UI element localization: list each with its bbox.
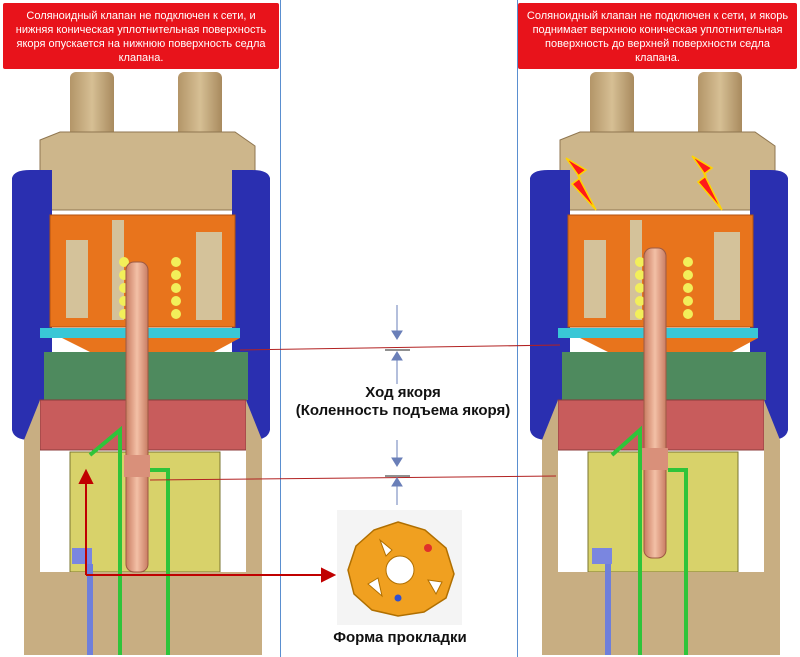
right-coil-insert-c (714, 232, 740, 320)
right-valve (530, 72, 788, 655)
stroke-label-line2: (Коленность подъема якоря) (296, 402, 511, 419)
left-armature-rod (125, 261, 149, 573)
right-coil-insert-b (630, 220, 642, 320)
left-coil-insert-a (66, 240, 88, 318)
left-seat-cone (62, 338, 240, 352)
lightning-icon-right (691, 155, 723, 211)
left-housing-top (39, 131, 256, 211)
right-terminal-a (590, 72, 634, 144)
left-green-tube (88, 425, 170, 655)
frame-line-right (517, 0, 518, 657)
right-blue-port (592, 548, 612, 564)
right-coil-shell-left (530, 170, 570, 440)
stroke-dimension-upper (391, 305, 403, 384)
leader-lines (149, 344, 561, 481)
right-green-tube (610, 425, 688, 655)
gasket-illustration (337, 510, 462, 625)
lightning-icon-left (565, 157, 597, 211)
right-housing-top (559, 131, 776, 211)
right-armature-neck (642, 448, 668, 470)
left-coil-insert-b (112, 220, 124, 320)
right-coil-insert-a (584, 240, 606, 318)
note-left: Соляноидный клапан не подключен к сети, … (3, 3, 279, 69)
right-lower-base (558, 572, 764, 655)
right-spring (635, 257, 693, 319)
left-coil-shell-left (12, 170, 52, 440)
flow-arrows (78, 468, 337, 583)
right-seat-cone (580, 338, 758, 352)
left-valve (12, 72, 270, 655)
left-blue-port (72, 548, 92, 564)
note-right: Соляноидный клапан не подключен к сети, … (518, 3, 797, 69)
frame-line-left (280, 0, 281, 657)
left-armature-neck (124, 455, 150, 477)
stroke-label-line1: Ход якоря (365, 384, 440, 401)
left-coil-insert-c (196, 232, 222, 320)
stroke-dimension-lower (391, 440, 403, 505)
left-lower-base (40, 572, 246, 655)
gasket-caption: Форма прокладки (333, 629, 467, 646)
right-armature-rod (643, 247, 667, 559)
left-terminal-a (70, 72, 114, 144)
